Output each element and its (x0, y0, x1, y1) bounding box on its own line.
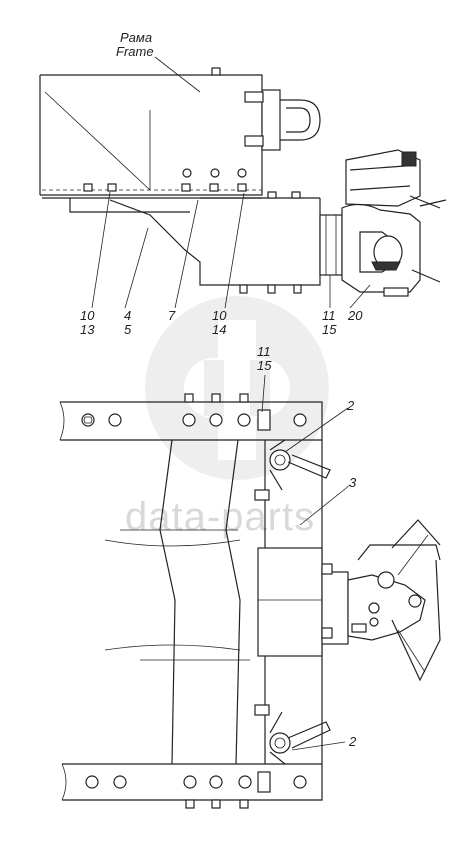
callout-labels: Рама Frame 10 13 4 5 7 10 14 11 15 20 11… (80, 30, 363, 749)
callout-13: 13 (80, 322, 95, 337)
leader-lines (91, 56, 371, 751)
frame-rail (40, 74, 263, 196)
callout-3: 3 (349, 475, 357, 490)
watermark-text: data-parts (125, 495, 315, 539)
label-frame-en: Frame (116, 44, 154, 59)
callout-20: 20 (347, 308, 363, 323)
label-frame-ru: Рама (120, 30, 152, 45)
lower-hinge (254, 704, 331, 765)
callout-10b: 10 (212, 308, 227, 323)
lower-rail-bolts (85, 771, 307, 809)
coupling-flange (319, 214, 343, 276)
upper-hinge (254, 439, 331, 501)
callout-2-lower: 2 (348, 734, 357, 749)
lower-view (59, 393, 441, 809)
callout-5: 5 (124, 322, 132, 337)
callout-14: 14 (212, 322, 226, 337)
callout-10: 10 (80, 308, 95, 323)
upper-view (39, 67, 447, 297)
crossmember-bracket (109, 198, 321, 286)
callout-2-upper: 2 (346, 398, 355, 413)
coupling-bracket (257, 547, 323, 657)
callout-4: 4 (124, 308, 131, 323)
callout-7: 7 (168, 308, 176, 323)
bolts-row-upper (83, 67, 301, 199)
tow-coupling-head (341, 149, 447, 297)
callout-11-plan: 11 (257, 344, 271, 359)
watermark-logo (145, 296, 329, 480)
upper-rail-bolts (81, 393, 307, 431)
callout-15: 15 (322, 322, 337, 337)
coupling-plan (321, 519, 441, 682)
callout-15-plan: 15 (257, 358, 272, 373)
bolts-row-lower (239, 284, 302, 294)
tow-hook (244, 89, 321, 151)
callout-11: 11 (322, 308, 336, 323)
